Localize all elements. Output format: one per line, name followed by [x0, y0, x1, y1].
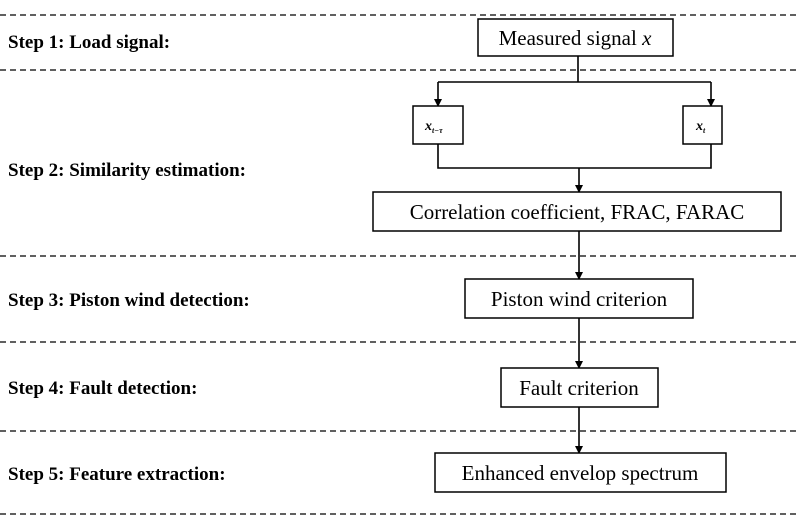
similarity-text: Correlation coefficient, FRAC, FARAC [410, 200, 745, 224]
measured-signal-text: Measured signal [499, 26, 642, 50]
fault-criterion-text: Fault criterion [519, 376, 639, 400]
step-4-label: Step 4: Fault detection: [8, 378, 197, 399]
step-1-label: Step 1: Load signal: [8, 32, 170, 53]
join-connector [437, 144, 712, 169]
split-connector [438, 56, 711, 83]
svg-text:xt−τ: xt−τ [424, 119, 443, 135]
piston-wind-text: Piston wind criterion [491, 287, 668, 311]
x-t-var: x [695, 119, 703, 134]
envelope-spectrum-text: Enhanced envelop spectrum [462, 461, 699, 485]
x-lag-subscript: t−τ [432, 126, 443, 135]
svg-text:xt: xt [695, 119, 706, 135]
piston-wind-box: Piston wind criterion [464, 278, 694, 319]
step-5-label: Step 5: Feature extraction: [8, 464, 226, 485]
fault-criterion-box: Fault criterion [500, 367, 659, 408]
measured-signal-box: Measured signal x [477, 18, 674, 57]
x-lag-box: xt−τ [412, 105, 464, 145]
similarity-box: Correlation coefficient, FRAC, FARAC [372, 191, 782, 232]
measured-signal-var: x [641, 26, 652, 50]
x-t-subscript: t [703, 126, 706, 135]
svg-text:Measured signal x: Measured signal x [499, 26, 652, 50]
envelope-spectrum-box: Enhanced envelop spectrum [434, 452, 727, 493]
x-t-box: xt [682, 105, 723, 145]
step-3-label: Step 3: Piston wind detection: [8, 290, 250, 311]
x-lag-var: x [424, 119, 432, 134]
step-2-label: Step 2: Similarity estimation: [8, 160, 246, 181]
